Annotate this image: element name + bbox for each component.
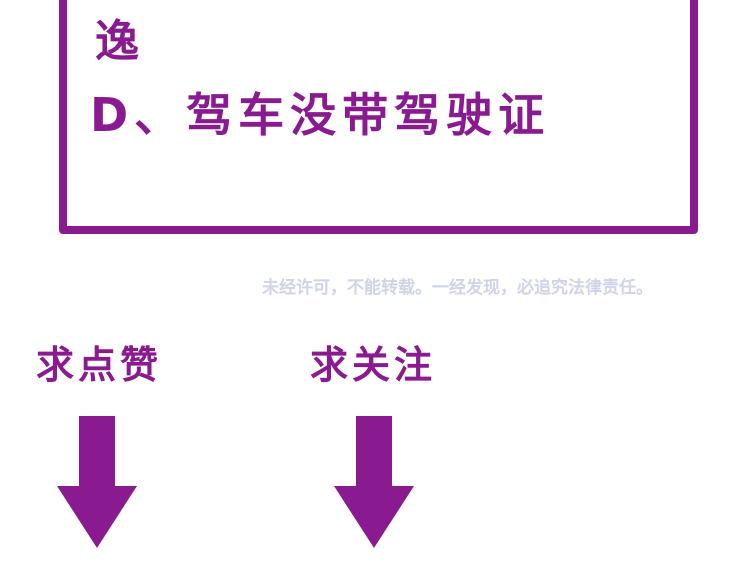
- down-arrow-icon: [334, 416, 414, 548]
- copyright-watermark: 未经许可，不能转载。一经发现，必追究法律责任。: [262, 278, 653, 298]
- answer-box-partial-text: 逸: [95, 16, 139, 67]
- answer-option-box: [59, 0, 698, 234]
- follow-request-label: 求关注: [310, 343, 437, 387]
- like-request-label: 求点赞: [36, 343, 163, 387]
- answer-option-d: D、驾车没带驾驶证: [90, 88, 551, 142]
- down-arrow-icon: [57, 416, 137, 548]
